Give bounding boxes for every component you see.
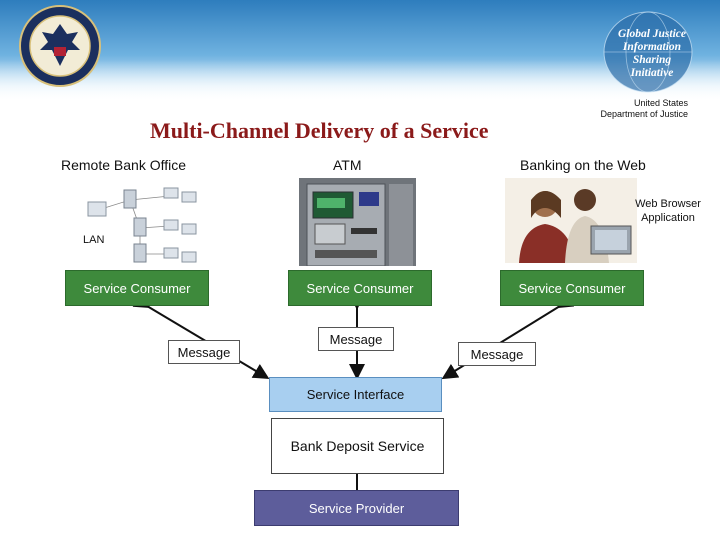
heading-atm: ATM bbox=[333, 157, 362, 173]
logo-line-2: Information bbox=[622, 41, 682, 53]
message-atm: Message bbox=[318, 327, 394, 351]
message-web: Message bbox=[458, 342, 536, 366]
atm-machine-image bbox=[299, 178, 416, 266]
web-browser-caption: Web Browser Application bbox=[622, 197, 714, 225]
logo-line-3: Sharing Initiative bbox=[630, 54, 674, 79]
department-label: United States Department of Justice bbox=[600, 98, 688, 120]
header-fade bbox=[0, 60, 720, 105]
computer-icon bbox=[87, 187, 197, 263]
web-caption-line-2: Application bbox=[641, 212, 695, 224]
department-line-1: United States bbox=[633, 98, 688, 108]
web-banking-photo bbox=[505, 178, 637, 263]
web-caption-line-1: Web Browser bbox=[635, 198, 701, 210]
service-interface-box: Service Interface bbox=[269, 377, 442, 412]
bank-deposit-service-box: Bank Deposit Service bbox=[271, 418, 444, 474]
service-consumer-atm: Service Consumer bbox=[288, 270, 432, 306]
heading-remote-bank-office: Remote Bank Office bbox=[61, 157, 187, 173]
service-consumer-remote: Service Consumer bbox=[65, 270, 209, 306]
department-line-2: Department of Justice bbox=[600, 109, 688, 119]
lan-network-diagram bbox=[87, 187, 197, 263]
global-justice-logo-text: Global Justice Information Sharing Initi… bbox=[612, 28, 692, 80]
lan-label: LAN bbox=[83, 234, 105, 246]
message-remote: Message bbox=[168, 340, 240, 364]
heading-banking-on-web: Banking on the Web bbox=[520, 157, 646, 173]
globe-logo-icon bbox=[603, 11, 693, 93]
doj-seal-icon bbox=[19, 5, 101, 87]
logo-line-1: Global Justice bbox=[617, 28, 687, 40]
service-consumer-web: Service Consumer bbox=[500, 270, 644, 306]
service-provider-box: Service Provider bbox=[254, 490, 459, 526]
page-title: Multi-Channel Delivery of a Service bbox=[150, 118, 489, 143]
